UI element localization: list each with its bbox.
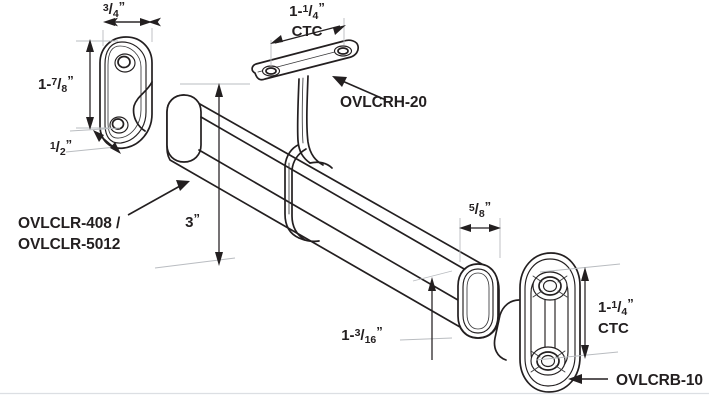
arrow-head-icon (215, 83, 223, 97)
center-bracket-stem-left (296, 78, 311, 164)
arrow-head-icon (428, 277, 436, 291)
part-label-left-bracket-line1: OVLCLR-408 / (18, 215, 121, 232)
rod-right-end-cap (457, 263, 499, 339)
center-bracket-strap-outer (284, 144, 300, 239)
dimension-note-right-bracket-ctc: CTC (598, 320, 629, 337)
left-bracket-lower-screw-hole (109, 116, 129, 134)
left-bracket-waist (132, 81, 153, 132)
arrow-head-icon (110, 142, 121, 154)
center-bracket-stem-right (305, 75, 324, 166)
callout-right-bracket: OVLCRB-10 (568, 372, 703, 389)
dimension-label-left-bracket-height: 1-7/8” (38, 73, 74, 95)
dimension-left-bracket-height: 1-7/8” (38, 39, 118, 130)
arrow-head-icon (86, 117, 94, 130)
center-bracket-ovlcrh-20 (251, 39, 360, 243)
left-bracket-upper-screw-hole (114, 53, 136, 73)
arrow-head-icon (581, 267, 589, 281)
arrow-head-icon (568, 374, 582, 384)
part-label-right-bracket: OVLCRB-10 (616, 372, 703, 389)
rod-top-edge (200, 116, 479, 278)
callout-center-bracket: OVLCRH-20 (332, 76, 427, 111)
center-bracket-right-screw-hole (333, 45, 353, 57)
center-bracket-strap-inner (291, 148, 307, 241)
arrow-head-icon (333, 25, 346, 35)
arrow-head-icon (581, 345, 589, 359)
center-bracket-left-screw-hole (261, 65, 281, 77)
dimension-note-top-bracket-ctc: CTC (292, 23, 323, 40)
dimension-label-left-bracket-offset: 1/2” (50, 137, 72, 158)
dimension-rod-wall: 5/8” (459, 199, 501, 262)
leader-line-icon (339, 79, 387, 101)
dimension-left-bracket-offset: 1/2” (50, 127, 121, 158)
part-label-left-bracket-line2: OVLCLR-5012 (18, 236, 120, 253)
dimension-rod-minor: 1-3/16” (341, 270, 453, 360)
right-bracket-upper-screw-hole (532, 271, 568, 301)
dimension-left-bracket-width: 3/4” (102, 0, 162, 46)
left-bracket-ovlclr (99, 36, 153, 150)
arrow-head-icon (176, 180, 190, 191)
arrow-head-icon (215, 252, 223, 266)
center-bracket-stem-crease (301, 77, 304, 144)
dimension-label-top-bracket-ctc: 1-1/4” (289, 0, 325, 22)
arrow-head-icon (489, 224, 501, 232)
dimension-rod-length: 3” (154, 83, 250, 269)
right-bracket-ring-outer2 (524, 258, 576, 387)
arrow-head-icon (140, 18, 152, 26)
center-bracket-strap-nose (309, 161, 333, 169)
right-bracket-back-flange (493, 299, 520, 361)
dimension-top-bracket-ctc: 1-1/4” CTC (270, 0, 346, 66)
arrow-head-icon (86, 39, 94, 52)
callout-left-bracket: OVLCLR-408 / OVLCLR-5012 (18, 180, 190, 253)
rod-bottom-edge-inner (198, 149, 471, 308)
part-label-center-bracket: OVLCRH-20 (340, 94, 427, 111)
dimension-right-bracket-ctc: 1-1/4” CTC (535, 263, 634, 361)
leader-line-icon (127, 185, 181, 216)
dimension-label-rod-wall: 5/8” (469, 199, 491, 220)
dimension-label-rod-length: 3” (185, 211, 200, 231)
arrow-head-icon (459, 224, 471, 232)
rod-left-end-cap (166, 94, 202, 163)
arrow-head-icon (270, 35, 283, 44)
right-bracket-lower-screw-hole (530, 346, 566, 376)
arrow-head-icon (103, 18, 115, 26)
dimension-label-right-bracket-ctc: 1-1/4” (598, 296, 634, 318)
arrow-head-icon (332, 76, 347, 87)
dimension-label-rod-minor: 1-3/16” (341, 324, 383, 346)
arrow-head-icon (93, 130, 104, 142)
dimension-label-left-bracket-width: 3/4” (103, 0, 125, 20)
left-bracket-plate-inner2 (107, 45, 142, 139)
left-bracket-plate-inner (104, 41, 147, 144)
oval-closet-rod (166, 94, 500, 339)
